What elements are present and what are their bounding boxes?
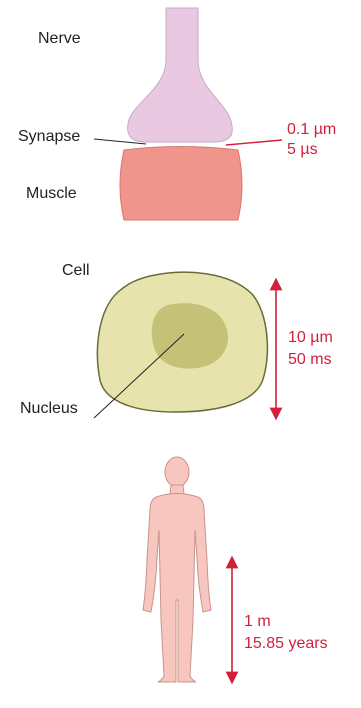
muscle-label: Muscle (26, 185, 77, 203)
synapse-time-value: 5 µs (287, 140, 318, 160)
cell-label: Cell (62, 262, 90, 280)
body-length-value: 1 m (244, 612, 271, 632)
muscle-block (120, 147, 242, 221)
cell-time-value: 50 ms (288, 350, 332, 370)
body-time-value: 15.85 years (244, 634, 328, 654)
synapse-scale-line (226, 140, 282, 145)
cell-length-value: 10 µm (288, 328, 333, 348)
synapse-length-value: 0.1 µm (287, 120, 336, 140)
synapse-label: Synapse (18, 128, 80, 146)
nerve-label: Nerve (38, 30, 81, 48)
human-figure (143, 457, 211, 682)
nucleus-label: Nucleus (20, 400, 78, 418)
nerve-terminal (128, 8, 233, 142)
